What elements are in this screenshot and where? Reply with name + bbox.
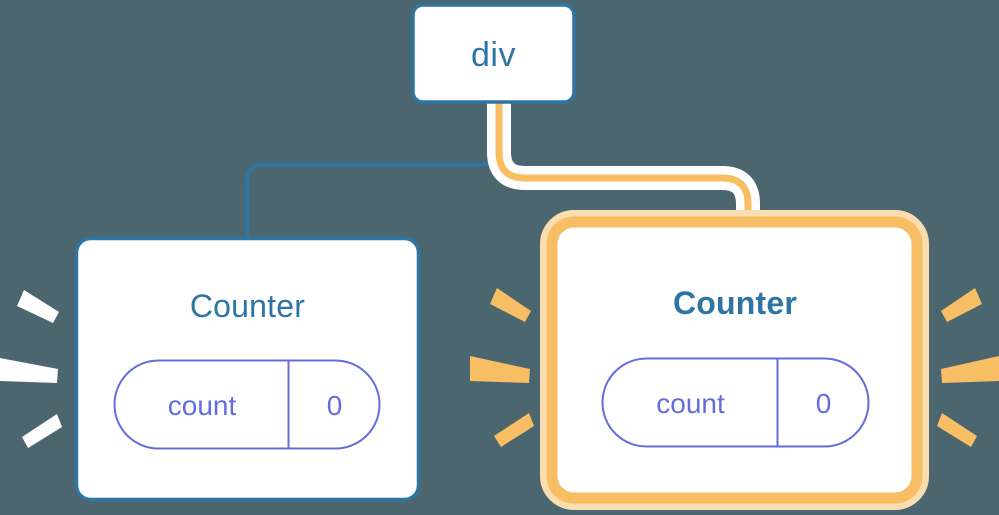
ray-white-middle: [0, 358, 58, 383]
render-burst-left: [0, 290, 62, 448]
counter-right-state-value: 0: [815, 388, 832, 419]
counter-right-title: Counter: [672, 285, 798, 321]
counter-left-state-key: count: [167, 390, 237, 421]
ray-orange-right-bottom: [937, 413, 977, 447]
node-div[interactable]: [411, 3, 576, 104]
ray-white-top: [17, 290, 59, 323]
render-burst-right-left: [470, 288, 534, 447]
ray-orange-right-top: [941, 288, 982, 322]
node-div-label: div: [471, 36, 516, 74]
counter-right-state-key: count: [656, 388, 725, 419]
connector-div-to-counter-right: [495, 100, 752, 245]
counter-left-state-value: 0: [326, 390, 343, 421]
render-burst-right-right: [937, 288, 999, 447]
node-counter-right[interactable]: [540, 210, 929, 510]
counter-left-title: Counter: [189, 288, 306, 324]
ray-orange-left-bottom: [494, 413, 534, 447]
state-pill-left: [113, 359, 381, 450]
ray-white-bottom: [22, 414, 62, 448]
ray-orange-left-middle: [470, 356, 530, 383]
node-counter-left[interactable]: [74, 236, 421, 502]
state-pill-right: [601, 357, 870, 448]
ray-orange-right-middle: [941, 356, 999, 383]
ray-orange-left-top: [490, 288, 531, 322]
